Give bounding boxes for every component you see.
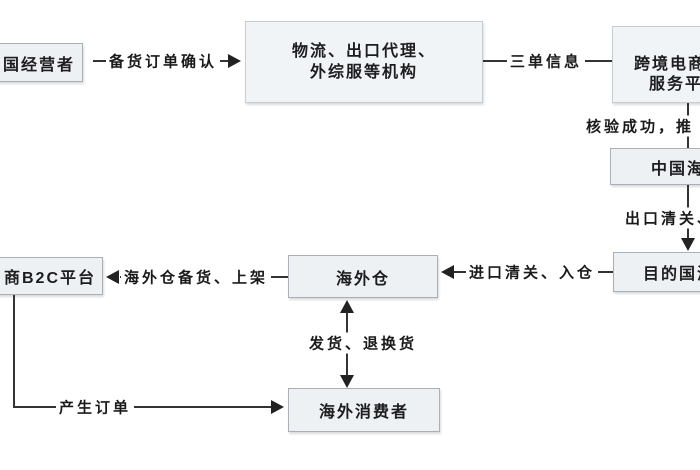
edge-generate-order-label: 产生订单: [56, 396, 135, 418]
node-destination-customs-label: 目的国海关: [643, 266, 700, 283]
edge-import-clearance-label: 进口清关、入仓: [465, 261, 599, 283]
node-destination-customs: 目的国海关: [613, 252, 700, 292]
node-overseas-consumer-label: 海外消费者: [318, 404, 409, 421]
node-overseas-warehouse: 海外仓: [288, 255, 438, 298]
node-logistics-agency: 物流、出口代理、 外综服等机构: [245, 21, 483, 103]
node-china-customs: 中国海关: [610, 148, 700, 185]
node-cbec-service-platform: 跨境电商 服务平台: [612, 26, 700, 103]
edge-stock-order-label: 备货订单确认: [105, 50, 221, 72]
edge-export-clearance-label: 出口清关、: [622, 207, 700, 229]
arrowhead-left-icon: [106, 270, 119, 284]
edge-verify-push-label: 核验成功，推: [583, 115, 698, 137]
edge-warehouse-stock-label: 海外仓备货、上架: [120, 266, 272, 288]
node-china-customs-label: 中国海关: [651, 160, 700, 178]
arrowhead-left-icon: [441, 265, 454, 279]
node-b2c-platform-label: 商B2C平台: [4, 270, 97, 287]
node-logistics-agency-line2: 外综服等机构: [309, 64, 418, 81]
node-operator: 国经营者: [0, 43, 83, 82]
node-cbec-service-platform-line2: 服务平台: [649, 76, 700, 93]
arrowhead-down-icon: [340, 375, 354, 388]
node-overseas-warehouse-label: 海外仓: [335, 270, 390, 288]
node-cbec-service-platform-line1: 跨境电商: [634, 56, 700, 73]
edge-generate-order-hline: [13, 406, 271, 408]
node-b2c-platform: 商B2C平台: [0, 257, 103, 295]
arrowhead-up-icon: [340, 300, 354, 313]
node-operator-label: 国经营者: [3, 56, 76, 74]
edge-three-docs-label: 三单信息: [506, 50, 586, 72]
arrowhead-right-icon: [271, 400, 284, 414]
arrowhead-right-icon: [228, 54, 241, 68]
node-overseas-consumer: 海外消费者: [288, 388, 440, 432]
edge-ship-return-label: 发货、退换货: [305, 332, 421, 354]
edge-generate-order-vline: [13, 295, 15, 408]
node-logistics-agency-line1: 物流、出口代理、: [291, 43, 436, 60]
arrowhead-down-icon: [681, 238, 695, 251]
